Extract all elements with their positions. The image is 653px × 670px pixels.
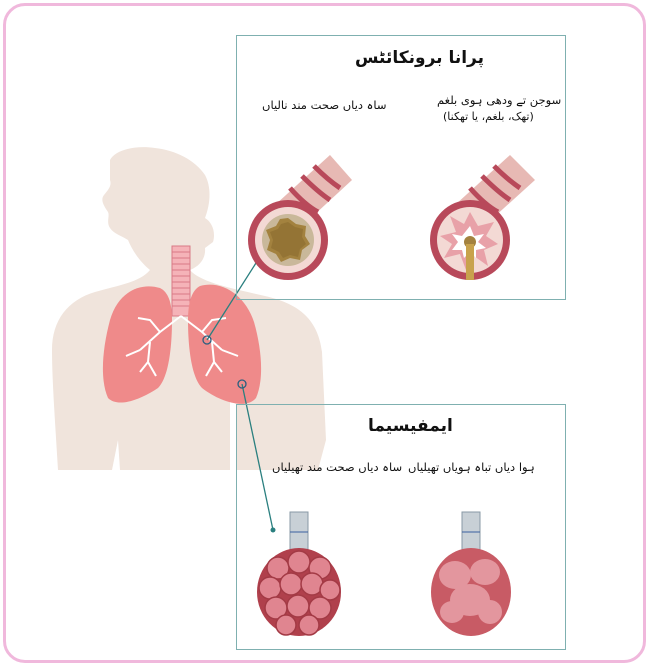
damaged-alveoli xyxy=(431,512,511,636)
healthy-alveoli xyxy=(257,512,341,636)
